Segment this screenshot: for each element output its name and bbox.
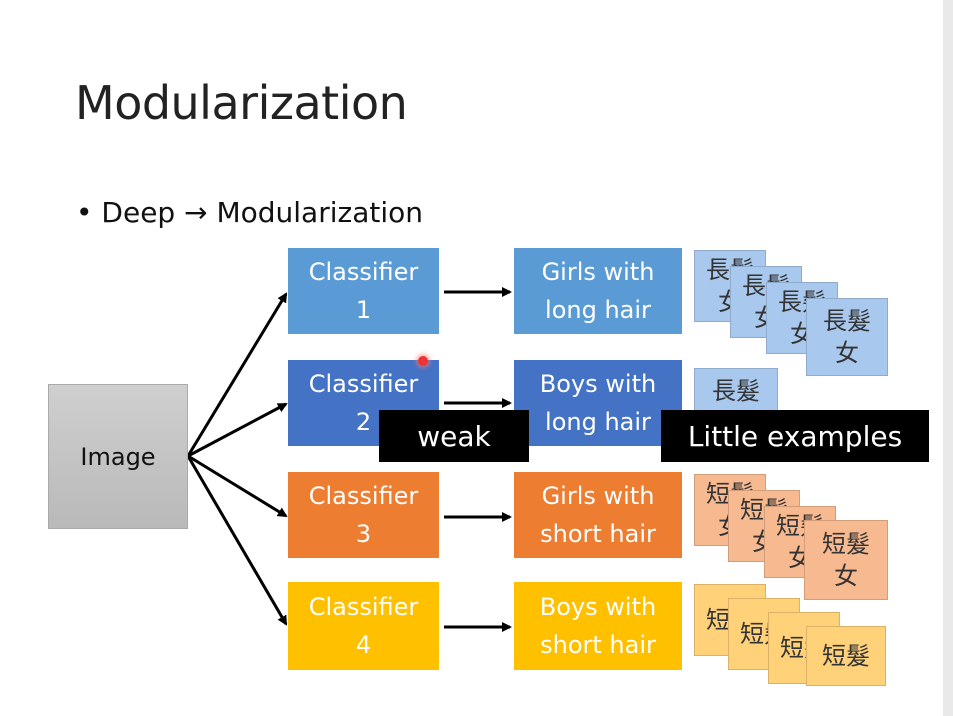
classifier-3-box: Classifier 3 bbox=[288, 472, 439, 558]
card-long-hair-girl: 長髮女 bbox=[806, 298, 888, 376]
category-girls-long-hair: Girls with long hair bbox=[514, 248, 682, 334]
category-boys-long-hair: Boys with long hair bbox=[514, 360, 682, 446]
category-boys-short-hair: Boys with short hair bbox=[514, 582, 682, 670]
classifier-4-box: Classifier 4 bbox=[288, 582, 439, 670]
arrow-image-to-classifier-2 bbox=[187, 402, 288, 458]
classifier-4-line2: 4 bbox=[355, 631, 372, 659]
category-2-line2: long hair bbox=[545, 408, 651, 436]
category-1-line1: Girls with bbox=[541, 258, 655, 286]
classifier-2-line1: Classifier bbox=[308, 370, 419, 398]
category-3-line2: short hair bbox=[540, 520, 656, 548]
right-edge bbox=[943, 0, 953, 716]
category-3-line1: Girls with bbox=[541, 482, 655, 510]
classifier-3-line2: 3 bbox=[355, 520, 372, 548]
classifier-3-line1: Classifier bbox=[308, 482, 419, 510]
bullet-point: • Deep → Modularization bbox=[76, 196, 423, 229]
category-girls-short-hair: Girls with short hair bbox=[514, 472, 682, 558]
image-box-label: Image bbox=[80, 442, 156, 471]
card-long-hair: 長髮 bbox=[694, 368, 778, 414]
arrow-image-to-classifier-4 bbox=[186, 455, 288, 626]
classifier-2-box: Classifier 2 bbox=[288, 360, 439, 446]
image-box: Image bbox=[48, 384, 188, 529]
classifier-1-box: Classifier 1 bbox=[288, 248, 439, 334]
laser-pointer-dot bbox=[418, 356, 428, 366]
classifier-2-line2: 2 bbox=[355, 408, 372, 436]
category-4-line1: Boys with bbox=[539, 593, 657, 621]
card-short-hair-girl: 短髮女 bbox=[804, 520, 888, 600]
weak-label: weak bbox=[379, 410, 529, 462]
little-examples-label: Little examples bbox=[661, 410, 929, 462]
classifier-1-line2: 1 bbox=[355, 296, 372, 324]
card-short-hair: 短髮 bbox=[806, 626, 886, 686]
category-4-line2: short hair bbox=[540, 631, 656, 659]
arrow-image-to-classifier-3 bbox=[187, 454, 288, 518]
arrow-image-to-classifier-1 bbox=[186, 292, 288, 457]
category-1-line2: long hair bbox=[545, 296, 651, 324]
classifier-1-line1: Classifier bbox=[308, 258, 419, 286]
classifier-4-line1: Classifier bbox=[308, 593, 419, 621]
category-2-line1: Boys with bbox=[539, 370, 657, 398]
slide-title: Modularization bbox=[75, 76, 408, 130]
